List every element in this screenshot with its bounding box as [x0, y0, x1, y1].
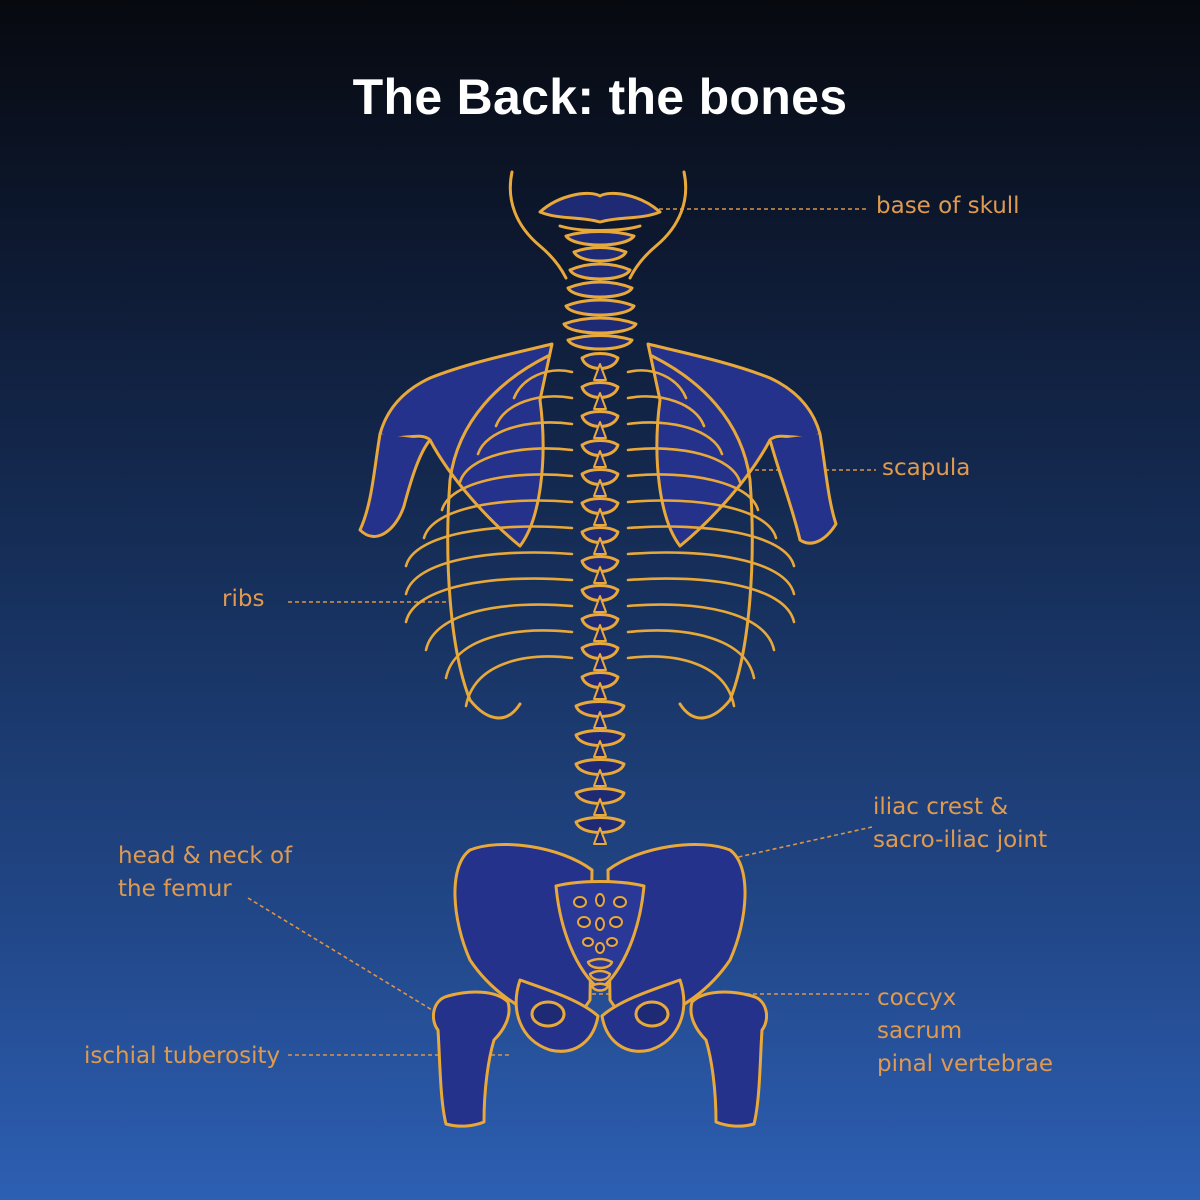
spinous-process: [593, 479, 607, 497]
rib-left: [476, 421, 574, 456]
vertebra: [580, 497, 620, 515]
rib-right: [626, 421, 724, 456]
cervical-vertebrae: [562, 230, 638, 351]
pelvis: [453, 843, 747, 1053]
right-femur: [689, 990, 769, 1128]
spinous-process: [593, 798, 607, 816]
spinous-process: [593, 566, 607, 584]
vertebra: [580, 613, 620, 631]
vertebra: [580, 439, 620, 457]
leader-femur: [247, 897, 433, 1011]
rib-left: [494, 395, 574, 428]
rib-left: [404, 577, 574, 624]
left-scapula: [358, 342, 554, 548]
vertebra: [580, 584, 620, 602]
spinous-process: [593, 392, 607, 410]
label-ribs: ribs: [222, 586, 265, 612]
rib-right: [626, 629, 756, 680]
left-obturator: [530, 1000, 566, 1028]
rib-left: [464, 655, 574, 708]
label-coccyx: coccyx: [877, 985, 957, 1011]
rib-right: [626, 499, 778, 540]
label-spinal-vertebrae: pinal vertebrae: [877, 1051, 1054, 1077]
vertebra: [574, 787, 626, 805]
rib-right: [626, 655, 736, 708]
leader-iliac-crest: [635, 826, 873, 881]
vertebra: [574, 729, 626, 747]
spinous-process: [593, 653, 607, 671]
rib-right: [626, 525, 796, 568]
sacrum: [554, 880, 646, 992]
label-ischial-tuberosity: ischial tuberosity: [84, 1043, 281, 1069]
coccyx: [586, 957, 614, 992]
vertebra: [580, 671, 620, 689]
right-scapula: [646, 342, 838, 548]
vertebra: [580, 381, 620, 399]
rib-left: [404, 525, 574, 568]
rib-left: [444, 629, 574, 680]
spinous-process: [593, 682, 607, 700]
vertebra: [580, 410, 620, 428]
label-sacrum: sacrum: [877, 1018, 963, 1044]
rib-right: [626, 473, 760, 512]
spinous-process: [593, 595, 607, 613]
rib-right: [626, 369, 688, 400]
rib-right: [626, 447, 742, 484]
rib-left: [422, 499, 574, 540]
rib-right: [626, 395, 706, 428]
label-scapula: scapula: [882, 455, 971, 481]
spinous-process: [593, 450, 607, 468]
vertebra: [580, 642, 620, 660]
spinous-process: [593, 421, 607, 439]
spinous-process: [593, 711, 607, 729]
vertebra: [574, 758, 626, 776]
rib-right: [626, 551, 796, 596]
label-femur-line2: the femur: [118, 876, 232, 902]
ribs-right: [626, 369, 796, 708]
skeleton: [358, 170, 838, 1128]
rib-left: [512, 369, 574, 400]
label-iliac-crest-line1: iliac crest &: [873, 794, 1009, 820]
page-title: The Back: the bones: [352, 69, 848, 125]
rib-left: [458, 447, 574, 484]
left-femur: [431, 990, 511, 1128]
spine: [574, 352, 626, 845]
ribs-left: [404, 369, 574, 708]
rib-left: [440, 473, 574, 512]
rib-right: [626, 603, 776, 652]
spinous-process: [593, 363, 607, 381]
right-obturator: [634, 1000, 670, 1028]
spinous-process: [593, 537, 607, 555]
vertebra: [574, 816, 626, 834]
sacral-foramina: [573, 893, 627, 954]
label-iliac-crest-line2: sacro-iliac joint: [873, 827, 1048, 853]
spinous-process: [593, 769, 607, 787]
rib-left: [424, 603, 574, 652]
label-femur-line1: head & neck of: [118, 843, 293, 869]
spinous-process: [593, 508, 607, 526]
rib-right: [626, 577, 796, 624]
vertebra: [574, 700, 626, 718]
skull-base: [508, 170, 688, 280]
vertebra: [580, 468, 620, 486]
vertebra: [580, 352, 620, 370]
spinous-process: [593, 827, 607, 845]
spinous-process: [593, 740, 607, 758]
vertebra: [580, 526, 620, 544]
label-base-of-skull: base of skull: [876, 193, 1020, 219]
rib-left: [404, 551, 574, 596]
vertebra: [580, 555, 620, 573]
spinous-process: [593, 624, 607, 642]
